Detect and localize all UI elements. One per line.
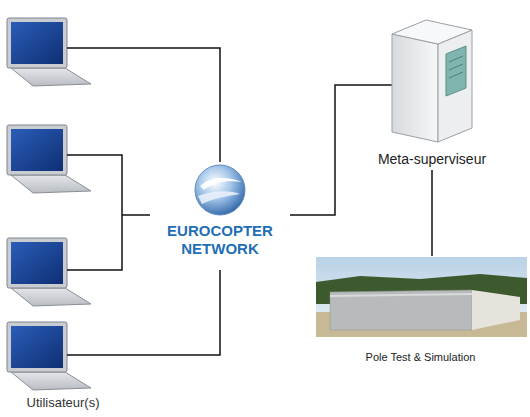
laptop-bezel [7,18,67,68]
network-wire [67,270,220,355]
server-top [392,20,472,44]
logo-swoosh [200,178,242,190]
network-wire [372,84,393,86]
node-label: EUROCOPTER NETWORK [158,222,283,258]
server-slot [449,64,463,70]
server-icon [392,20,472,142]
laptop-bezel [7,238,67,288]
laptop-screen [11,326,63,368]
logo-swoosh [198,191,240,204]
server-node: Meta-superviseur [372,16,492,170]
laptop-base [11,288,91,306]
laptop-base [11,372,91,390]
photo-sky [316,257,527,337]
laptop-icon [7,238,91,306]
laptop-screen [11,242,63,284]
photo-hangar-wall [472,290,520,330]
node-label: Utilisateur(s) [27,395,100,411]
server-panel [446,46,466,96]
laptop-base [11,68,91,86]
server-slot [449,56,463,62]
network-wire [67,155,122,270]
laptop-base [11,175,91,193]
laptop-icon [7,18,91,86]
site-node: Pole Test & Simulation [314,256,527,366]
node-label: Pole Test & Simulation [366,351,476,364]
network-wire [67,48,220,162]
server-side [392,34,438,142]
laptop-icon [7,125,91,193]
network-link [431,170,433,256]
laptop-bezel [7,125,67,175]
network-link [290,85,372,215]
site-photo [316,257,527,337]
user-group: Utilisateur(s) [4,15,122,413]
server-slot [449,72,463,78]
server-front [438,30,472,142]
network-link [122,214,150,216]
photo-hangar [330,290,472,330]
photo-roof [330,294,472,296]
node-label: Meta-superviseur [378,151,486,168]
network-logo [195,165,245,215]
laptop-screen [11,22,63,64]
logo-globe [195,165,245,215]
laptop-bezel [7,322,67,372]
network-node: EUROCOPTER NETWORK [150,160,290,270]
laptop-screen [11,129,63,171]
laptop-icon [7,322,91,390]
